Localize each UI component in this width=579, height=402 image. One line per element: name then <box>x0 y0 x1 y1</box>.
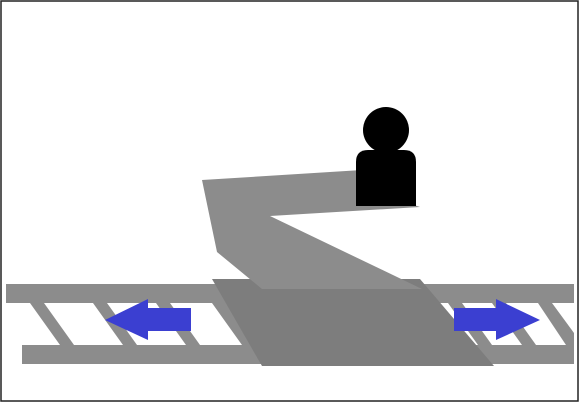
person-head <box>363 107 409 153</box>
person-body <box>356 150 416 206</box>
person-icon <box>356 107 416 206</box>
support-structure <box>202 170 494 366</box>
